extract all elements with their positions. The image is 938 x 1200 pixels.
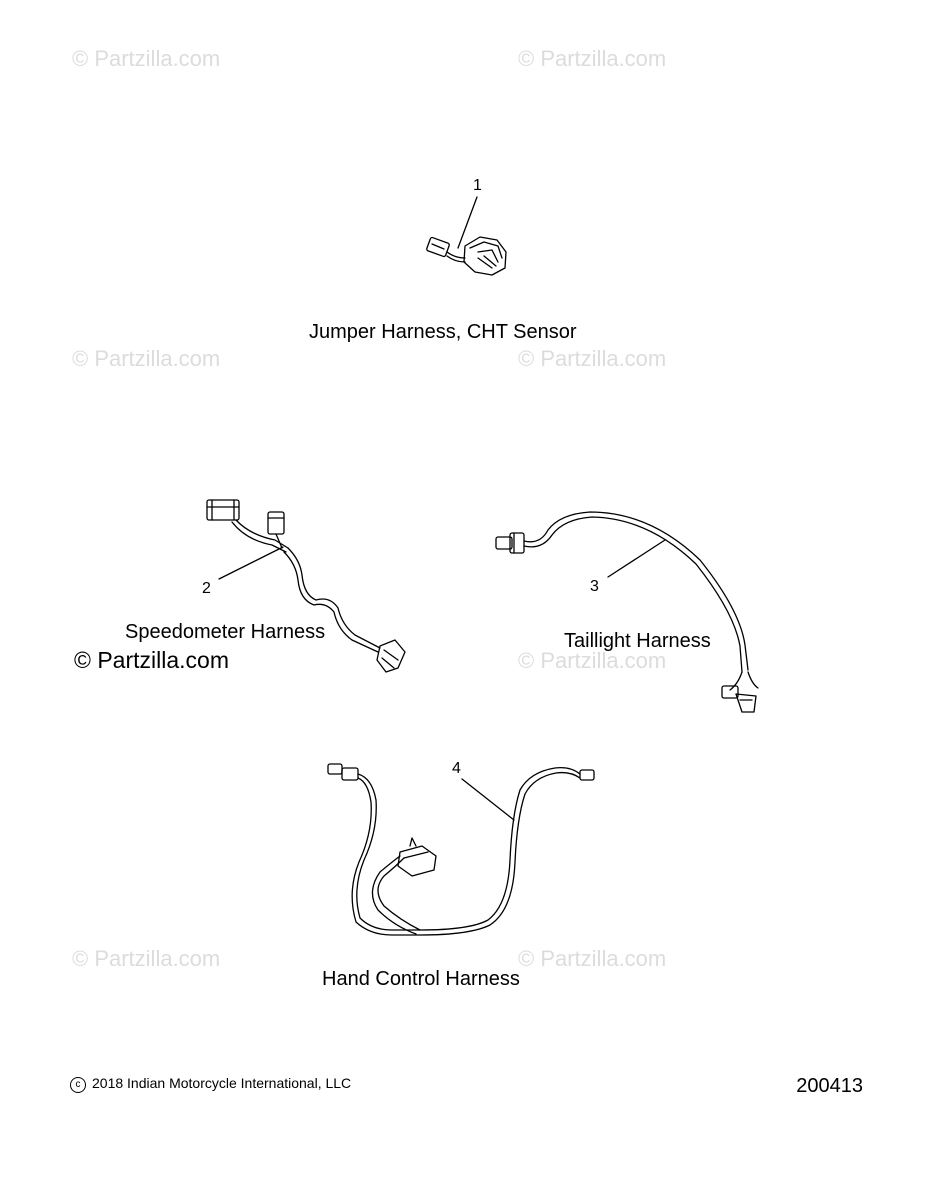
watermark: © Partzilla.com [518,346,667,371]
part-label-taillight-harness: Taillight Harness [564,630,711,652]
part-label-hand-control-harness: Hand Control Harness [322,968,520,990]
copyright: c 2018 Indian Motorcycle International, L… [70,1075,351,1093]
part-label-jumper-harness: Jumper Harness, CHT Sensor [309,321,577,343]
watermark: © Partzilla.com [518,648,667,673]
watermark: © Partzilla.com [518,946,667,971]
callout-1: 1 [473,177,482,194]
callout-2: 2 [202,580,211,597]
diagram-number: 200413 [796,1075,863,1097]
part-3-drawing [495,511,759,713]
part-2-drawing [206,499,406,673]
watermark: © Partzilla.com [72,346,221,371]
part-1-drawing [426,196,507,276]
callout-3: 3 [590,578,599,595]
watermark: © Partzilla.com [72,946,221,971]
watermark-main: © Partzilla.com [74,647,229,673]
copyright-symbol: c [70,1077,86,1093]
part-label-speedometer-harness: Speedometer Harness [125,621,326,643]
watermark: © Partzilla.com [72,46,221,71]
part-4-drawing [327,763,595,936]
watermark: © Partzilla.com [518,46,667,71]
copyright-text: 2018 Indian Motorcycle International, LL… [92,1075,352,1091]
callout-4: 4 [452,760,461,777]
